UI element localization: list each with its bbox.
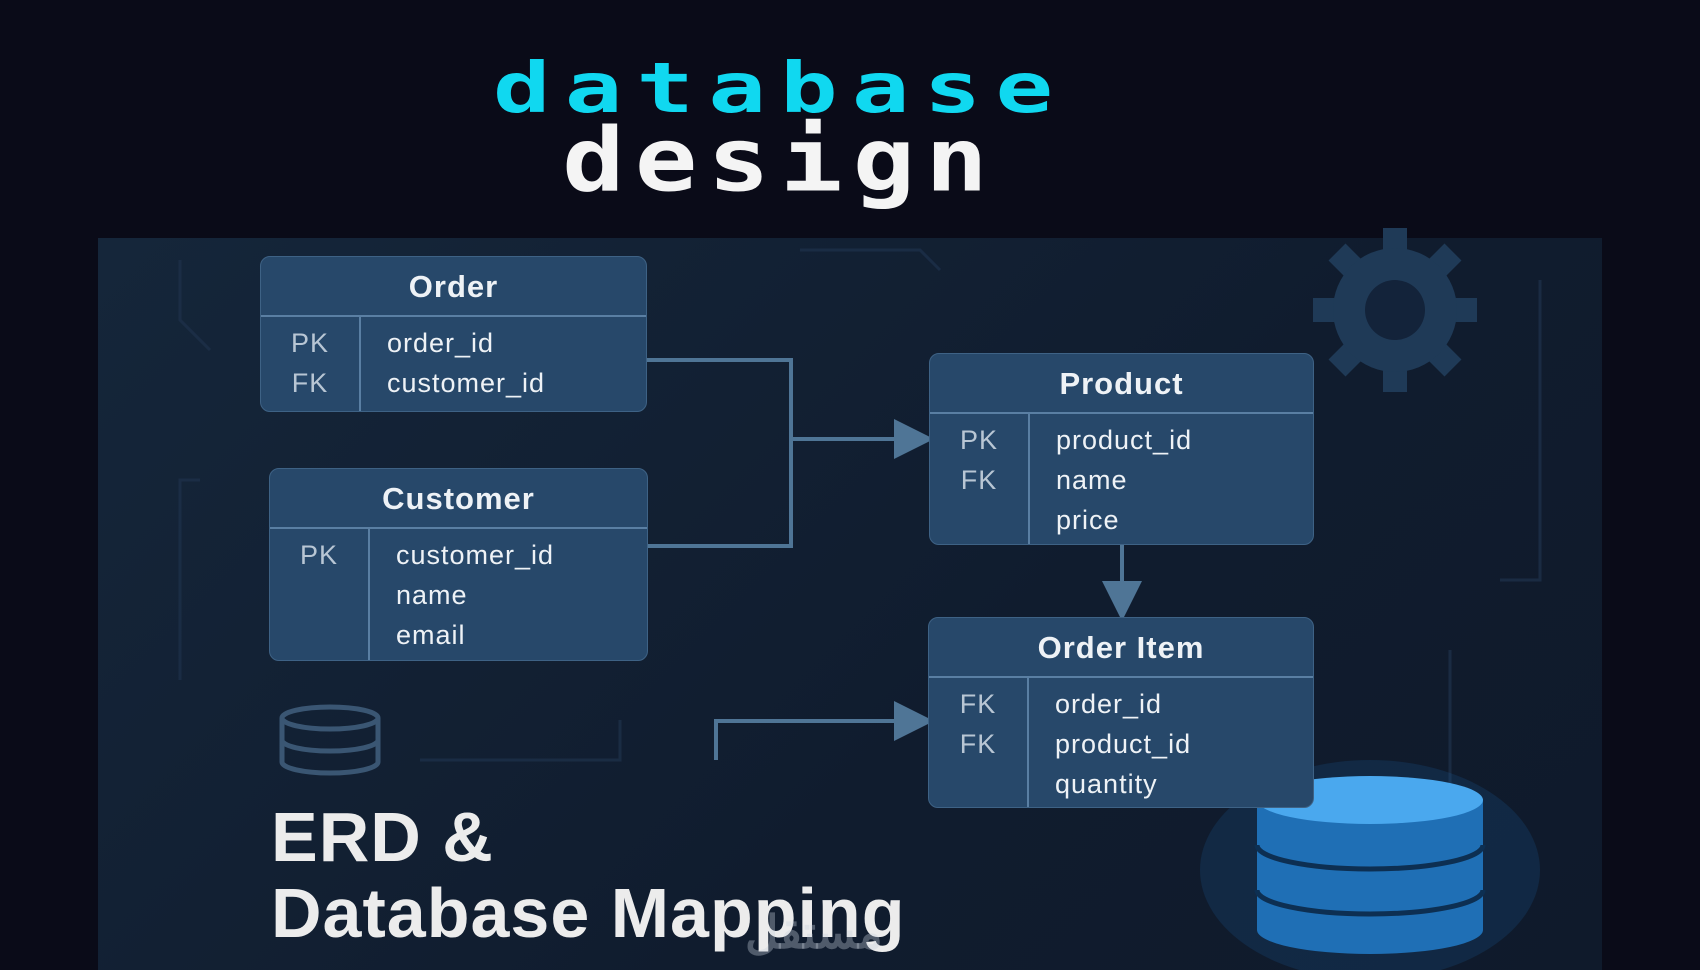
key-label bbox=[270, 575, 368, 615]
connector-to-orderitem bbox=[714, 701, 934, 760]
key-label: FK bbox=[291, 368, 329, 398]
key-label bbox=[929, 764, 1027, 804]
title-design: design bbox=[562, 108, 998, 212]
column-name: customer_id bbox=[396, 540, 555, 570]
caption-line-2: Database Mapping bbox=[271, 874, 906, 952]
column-name: order_id bbox=[1055, 689, 1163, 719]
column-name: product_id bbox=[1056, 425, 1193, 455]
entity-title: Product bbox=[930, 354, 1313, 414]
column-name: price bbox=[1056, 505, 1120, 535]
column-name: order_id bbox=[387, 328, 495, 358]
key-label bbox=[270, 615, 368, 655]
column-name: email bbox=[396, 620, 466, 650]
entity-title: Order Item bbox=[929, 618, 1313, 678]
title-database: database bbox=[492, 47, 1068, 129]
key-label: FK bbox=[959, 729, 997, 759]
key-label: FK bbox=[959, 689, 997, 719]
entity-title: Order bbox=[261, 257, 646, 317]
key-label: PK bbox=[959, 425, 999, 455]
database-icon bbox=[279, 704, 381, 776]
watermark-logo: مستقل bbox=[745, 906, 883, 958]
connector-customer-product bbox=[648, 439, 793, 548]
entity-title: Customer bbox=[270, 469, 647, 529]
column-name: name bbox=[396, 580, 468, 610]
column-name: product_id bbox=[1055, 729, 1192, 759]
column-name: name bbox=[1056, 465, 1128, 495]
entity-order[interactable]: Order PK FK order_id customer_id bbox=[260, 256, 647, 412]
key-label: PK bbox=[299, 540, 339, 570]
key-label bbox=[930, 500, 1028, 540]
connector-order-product bbox=[647, 358, 934, 459]
gear-icon bbox=[1313, 228, 1477, 392]
database-glow-icon bbox=[1200, 760, 1540, 970]
column-name: quantity bbox=[1055, 769, 1158, 799]
key-label: PK bbox=[290, 328, 330, 358]
key-label: FK bbox=[960, 465, 998, 495]
caption-line-1: ERD & bbox=[271, 798, 494, 876]
column-name: customer_id bbox=[387, 368, 546, 398]
